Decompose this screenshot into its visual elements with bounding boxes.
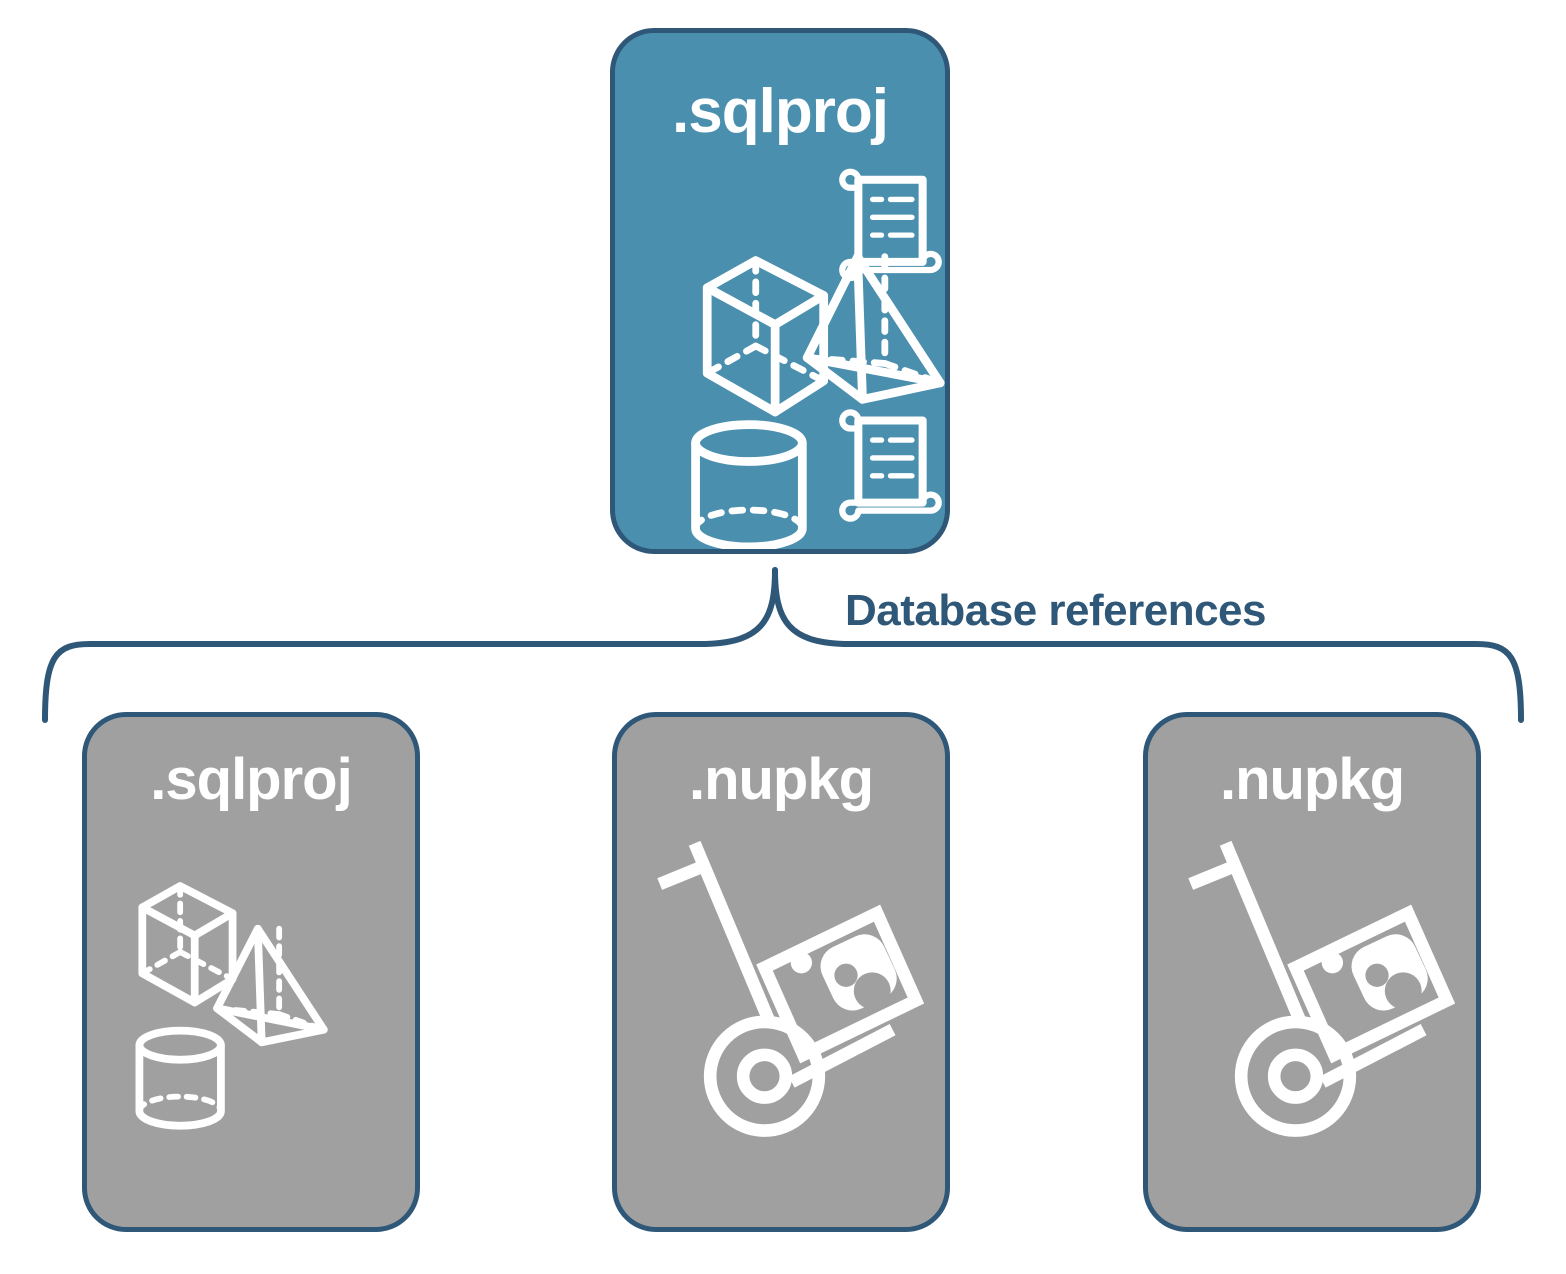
hand-truck-package-icon xyxy=(1188,840,1456,1137)
connector-bracket xyxy=(0,540,1566,730)
cube-icon xyxy=(702,256,829,417)
node-root-title: .sqlproj xyxy=(672,77,889,146)
node-child-artwork xyxy=(1148,809,1476,1227)
scroll-icon xyxy=(839,409,942,522)
child-icon-group xyxy=(657,840,925,1137)
hand-truck-package-icon xyxy=(657,840,925,1137)
root-icon-group xyxy=(691,168,945,549)
node-child-title: .nupkg xyxy=(688,747,874,812)
child-icon-group xyxy=(135,882,328,1130)
pyramid-icon xyxy=(213,924,328,1047)
node-child-title: .sqlproj xyxy=(150,747,352,812)
node-child-nupkg-2[interactable]: .nupkg xyxy=(1143,712,1481,1232)
node-child-artwork xyxy=(87,809,415,1227)
node-child-sqlproj[interactable]: .sqlproj xyxy=(82,712,420,1232)
cube-icon xyxy=(138,882,237,1007)
cylinder-icon xyxy=(691,420,807,549)
node-root-sqlproj[interactable]: .sqlproj xyxy=(610,28,950,554)
bracket-left-arm xyxy=(42,567,778,723)
node-child-title: .nupkg xyxy=(1219,747,1405,812)
node-child-artwork xyxy=(617,809,945,1227)
child-icon-group xyxy=(1188,840,1456,1137)
node-child-nupkg-1[interactable]: .nupkg xyxy=(612,712,950,1232)
connector-label: Database references xyxy=(845,586,1266,635)
node-root-artwork xyxy=(615,143,945,549)
scroll-icon xyxy=(839,168,942,282)
pyramid-icon xyxy=(802,252,945,404)
cylinder-icon xyxy=(135,1026,225,1130)
